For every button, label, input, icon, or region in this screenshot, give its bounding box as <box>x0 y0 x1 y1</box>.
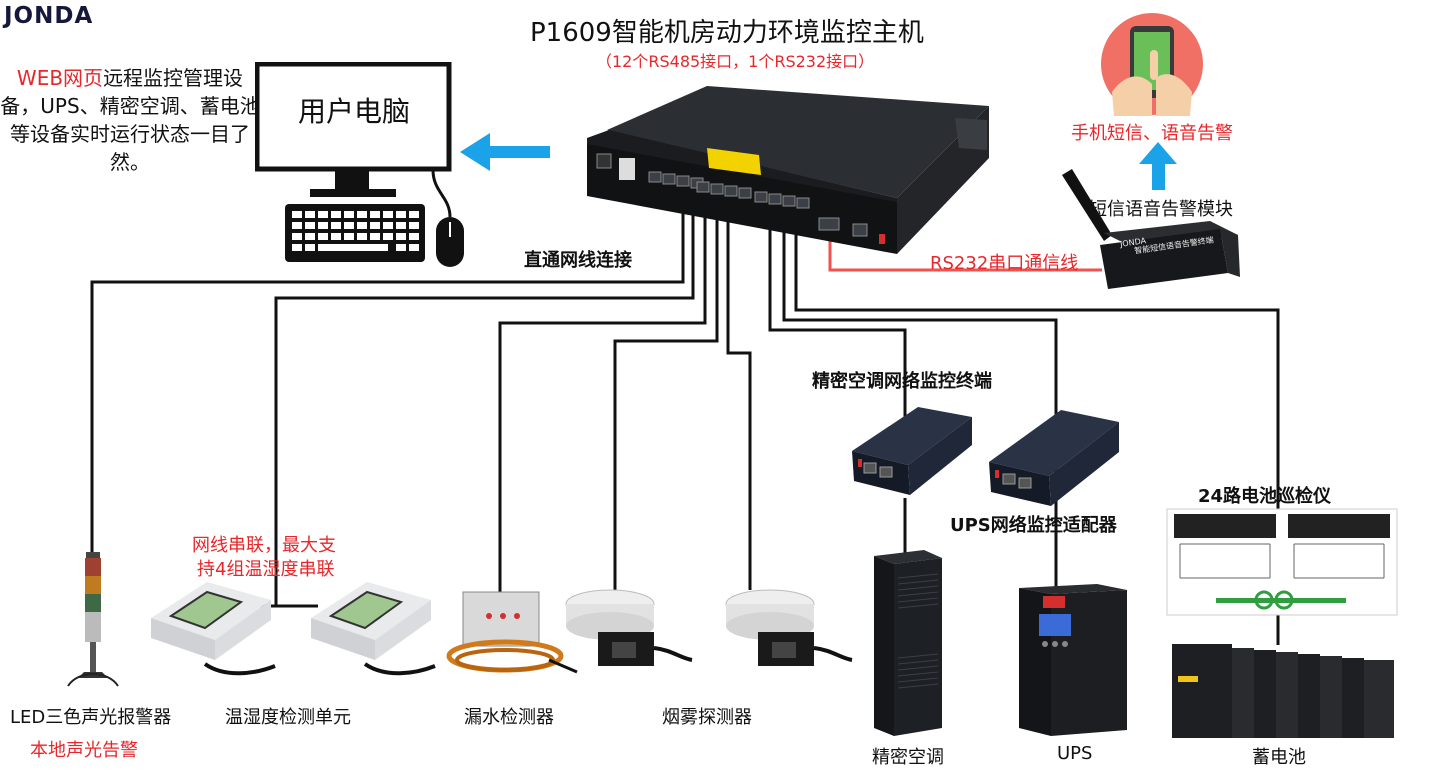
smoke-detector-2 <box>725 589 853 666</box>
battery-label: 蓄电池 <box>1252 747 1306 768</box>
precision-ac-label: 精密空调 <box>872 747 944 768</box>
p1609-host <box>587 86 989 254</box>
brand-logo: JONDA <box>4 3 94 29</box>
smoke-detector-1 <box>565 589 693 666</box>
sms-module-label: 短信语音告警模块 <box>1089 199 1233 220</box>
battery-inspector-label: 24路电池巡检仪 <box>1198 486 1332 507</box>
description-highlight: WEB网页 <box>16 66 104 90</box>
description-text: 远程监控管理设备，UPS、精密空调、蓄电池等设备实时运行状态一目了然。 <box>0 66 260 174</box>
ups-label: UPS <box>1057 743 1093 764</box>
diagram-title: P1609智能机房动力环境监控主机 <box>530 18 924 48</box>
alarm-label: LED三色声光报警器 <box>10 707 172 728</box>
user-pc <box>255 62 464 267</box>
ups-adapter-label: UPS网络监控适配器 <box>950 515 1117 536</box>
precision-ac <box>874 550 942 736</box>
sms-module <box>1062 169 1240 289</box>
ethernet-label: 直通网线连接 <box>524 250 632 271</box>
smoke-detector-label: 烟雾探测器 <box>662 707 752 728</box>
th-unit-2 <box>311 582 436 676</box>
ac-terminal <box>852 407 972 495</box>
th-chain-note-line2: 持4组温湿度串联 <box>197 559 335 580</box>
th-unit-1 <box>151 582 276 676</box>
ac-terminal-label: 精密空调网络监控终端 <box>812 371 992 392</box>
diagram-subtitle: （12个RS485接口，1个RS232接口） <box>596 52 875 71</box>
rs232-label: RS232串口通信线 <box>930 253 1079 274</box>
left-description: WEB网页远程监控管理设备，UPS、精密空调、蓄电池等设备实时运行状态一目了然。 <box>0 64 260 176</box>
leak-detector-label: 漏水检测器 <box>464 707 554 728</box>
alarm-tower <box>67 552 119 687</box>
phone-alert-icon <box>1101 13 1203 116</box>
ups-unit <box>1019 584 1127 736</box>
th-unit-label: 温湿度检测单元 <box>225 707 351 728</box>
pc-label: 用户电脑 <box>298 95 411 128</box>
leak-detector <box>446 591 578 674</box>
phone-alert-label: 手机短信、语音告警 <box>1071 123 1233 144</box>
battery-inspector <box>1166 508 1398 616</box>
ups-adapter <box>989 410 1119 506</box>
alarm-sublabel: 本地声光告警 <box>30 740 138 761</box>
battery-bank <box>1172 644 1394 738</box>
th-chain-note-line1: 网线串联，最大支 <box>192 535 336 556</box>
